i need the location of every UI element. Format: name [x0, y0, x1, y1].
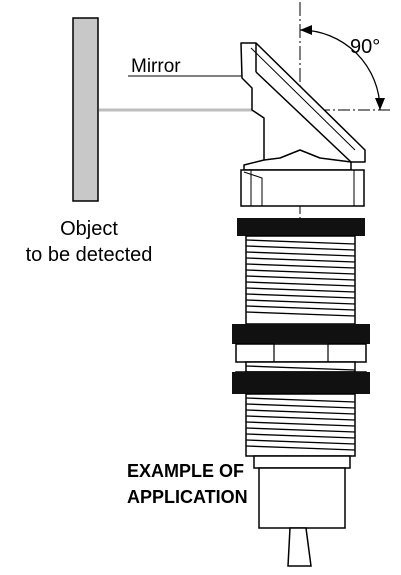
thread-middle: [245, 361, 356, 373]
object-label: Object to be detected: [0, 216, 178, 268]
sensor-base: [253, 455, 351, 529]
object-label-line-1: Object: [60, 218, 118, 240]
thread-upper: [245, 235, 356, 325]
angle-label: 90°: [350, 36, 381, 58]
angle-arrow-top: [300, 25, 312, 35]
nut-2: [232, 371, 370, 394]
nut-1: [232, 324, 370, 363]
mirror-head: [240, 42, 366, 171]
angle-arc: [299, 29, 381, 111]
thread-lower: [245, 393, 356, 457]
object-label-line-2: to be detected: [25, 244, 153, 266]
example-title-line-2: APPLICATION: [127, 487, 248, 507]
sensor-band-1: [237, 218, 365, 236]
sensor-cap: [240, 169, 365, 207]
mirror-label: Mirror: [131, 56, 181, 77]
detected-object: [72, 17, 99, 202]
angle-arrow-right: [375, 98, 385, 110]
cable: [287, 527, 312, 567]
example-title: EXAMPLE OF APPLICATION: [127, 458, 257, 510]
example-title-line-1: EXAMPLE OF: [127, 461, 245, 481]
